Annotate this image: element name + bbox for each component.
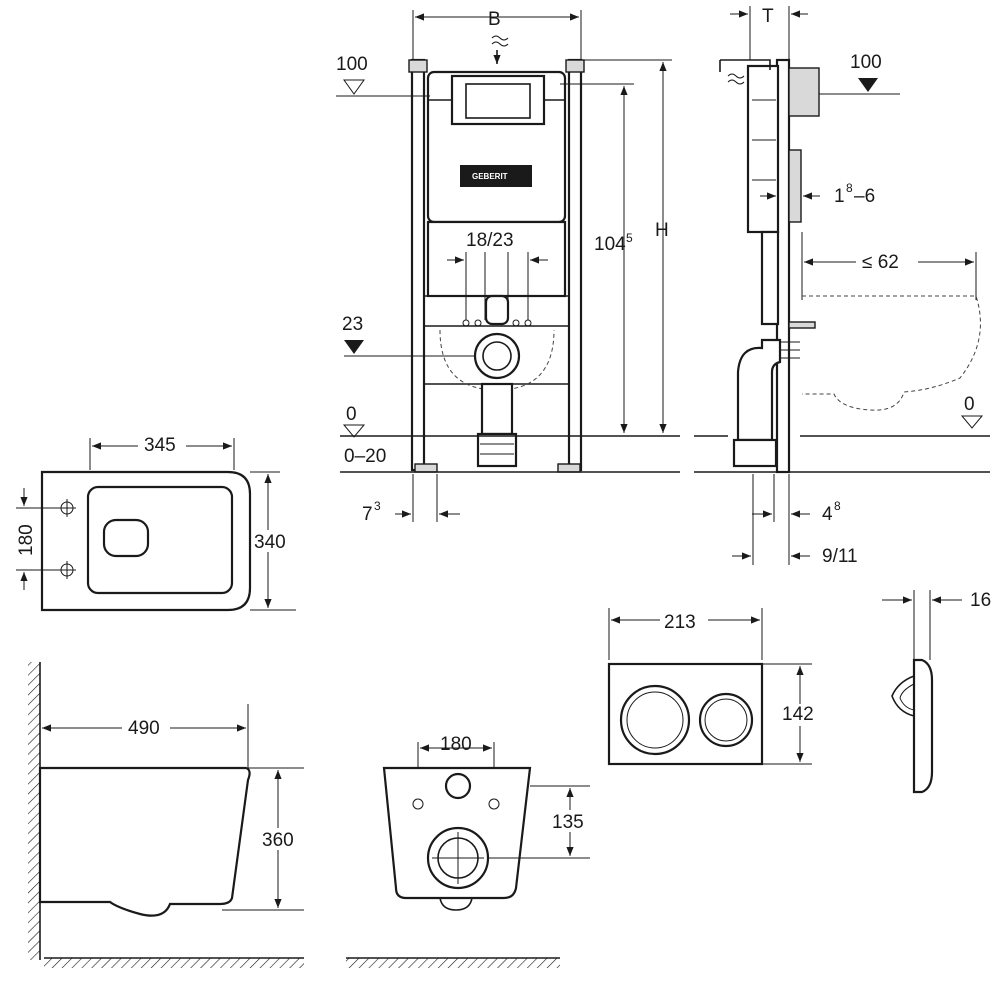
supply-pipe — [719, 59, 771, 72]
spacing-18-23-label: 18/23 — [466, 230, 514, 251]
bowl-back-hole-spacing-label: 180 — [440, 734, 472, 755]
label-background — [550, 810, 592, 832]
brand-logo-text: GEBERIT — [472, 172, 508, 181]
bowl-top-width-label: 340 — [254, 532, 286, 553]
flush-button-small-inner — [704, 698, 748, 742]
frame-right-foot — [557, 463, 581, 473]
drain-bend-inner — [482, 341, 512, 371]
bowl-side-outline — [38, 766, 251, 917]
plate-button-profile — [891, 675, 915, 717]
bowl-top-view: 345 180 340 — [16, 432, 298, 612]
plate-side-profile — [912, 658, 934, 794]
side-cistern — [746, 64, 780, 234]
frame-depth-label: T — [762, 6, 774, 27]
label-background — [660, 610, 708, 632]
flush-button-small — [698, 692, 754, 748]
side-level-100-label: 100 — [850, 52, 882, 73]
wall-bracket — [788, 149, 802, 223]
frame-right-post — [567, 58, 583, 472]
bowl-back-outlet-height-label: 135 — [552, 812, 584, 833]
flush-plate-height-label: 142 — [782, 704, 814, 725]
bowl-outline-hidden — [802, 295, 981, 411]
height-104-label: 104 — [594, 234, 626, 255]
water-supply-icon — [491, 35, 509, 47]
side-level-0-label: 0 — [964, 394, 975, 415]
bowl-top-hole-spacing-label: 180 — [16, 524, 37, 556]
foot-b-label: 9/11 — [822, 546, 858, 567]
leg-offset-label: 7 — [362, 504, 373, 525]
wall-gap-range: –6 — [854, 186, 875, 207]
brand-plate — [460, 165, 532, 187]
flush-plate-front-view: 213 142 — [607, 608, 822, 766]
wall-gap-label: 1 — [834, 186, 845, 207]
bowl-top-length-label: 345 — [144, 435, 176, 456]
actuator-box — [788, 67, 820, 117]
level-marker-icon — [343, 79, 365, 95]
flush-opening-inner — [465, 83, 531, 119]
frame-left-cap — [408, 59, 428, 73]
bowl-opening — [102, 518, 150, 558]
level-marker-icon — [344, 340, 364, 354]
flush-plate-depth-label: 16 — [970, 590, 991, 611]
wall-gap-superscript: 8 — [846, 181, 853, 195]
label-background — [258, 828, 306, 850]
level-100-label: 100 — [336, 54, 368, 75]
drain-pipe — [480, 382, 514, 436]
flush-inlet-hole — [444, 772, 472, 800]
height-104-superscript: 5 — [626, 231, 633, 245]
frame-left-post — [410, 58, 426, 472]
level-marker-icon — [858, 78, 878, 92]
leg-offset-superscript: 3 — [374, 499, 381, 513]
plate-button-inner — [899, 683, 915, 711]
level-marker-icon — [342, 424, 366, 438]
floor-hatch — [346, 958, 560, 968]
wall-hatch — [28, 662, 40, 960]
frame-width-label: B — [488, 9, 501, 30]
bowl-back-foot — [439, 897, 473, 911]
flush-plate-side-view: 16 — [882, 590, 991, 794]
foot-a-superscript: 8 — [834, 499, 841, 513]
drain-socket-side — [732, 438, 778, 468]
label-background — [122, 716, 170, 738]
flush-plate-width-label: 213 — [664, 612, 696, 633]
drain-bend-outer — [473, 332, 521, 380]
label-background — [856, 248, 918, 272]
bowl-side-view: 490 360 — [28, 662, 306, 968]
frame-front-view: B GEBERIT 100 104 5 H — [336, 9, 680, 525]
water-supply-icon — [727, 73, 745, 85]
bolt-stud — [788, 321, 816, 329]
frame-right-cap — [565, 59, 585, 73]
floor-hatch — [44, 958, 304, 968]
level-0-label: 0 — [346, 404, 357, 425]
bolt-hole — [512, 319, 520, 327]
level-marker-icon — [960, 415, 984, 429]
bolt-hole — [524, 319, 532, 327]
mounting-hole — [488, 798, 500, 810]
height-H-label: H — [655, 220, 669, 241]
bowl-back-view: 180 135 — [346, 734, 592, 968]
flush-button-large-inner — [626, 691, 684, 749]
bolt-hole — [462, 319, 470, 327]
floor-range-label: 0–20 — [344, 446, 386, 467]
bowl-side-length-label: 490 — [128, 718, 160, 739]
label-background — [780, 704, 822, 726]
mounting-hole — [412, 798, 424, 810]
water-connection — [484, 294, 510, 326]
frame-left-foot — [414, 463, 438, 473]
frame-side-view: T 100 1 8 –6 ≤ 62 — [694, 6, 990, 567]
bolt-hole — [474, 319, 482, 327]
foot-a-label: 4 — [822, 504, 833, 525]
label-background — [252, 530, 298, 552]
flush-button-large — [619, 684, 691, 756]
bowl-rim — [86, 485, 234, 595]
flush-pipe — [760, 230, 780, 326]
drain-bend — [736, 338, 782, 442]
level-23-label: 23 — [342, 314, 363, 335]
bowl-projection-label: ≤ 62 — [862, 252, 899, 273]
label-background — [138, 432, 186, 454]
bowl-side-height-label: 360 — [262, 830, 294, 851]
drain-socket — [476, 432, 518, 468]
